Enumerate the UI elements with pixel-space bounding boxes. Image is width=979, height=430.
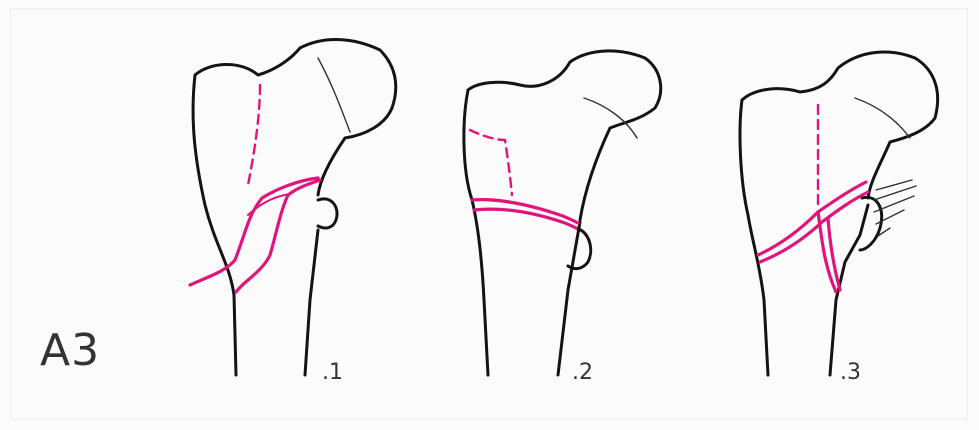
femoral-head-line-2 <box>584 98 637 138</box>
fracture-line-2b <box>474 209 576 228</box>
neck-fracture-dashed-1 <box>248 85 260 185</box>
neck-fracture-dashed-2 <box>470 130 512 195</box>
femur-outline-3 <box>740 52 938 375</box>
fracture-line-1a <box>190 178 318 285</box>
subtype-label-3: .3 <box>840 360 861 385</box>
femur-panel-2 <box>464 51 661 375</box>
group-label: A3 <box>40 325 100 376</box>
femur-panel-1 <box>190 40 396 375</box>
subtype-label-1: .1 <box>322 360 343 385</box>
femur-panel-3 <box>740 52 938 375</box>
femoral-head-line-1 <box>318 58 350 132</box>
femur-outline-1 <box>193 40 396 375</box>
fracture-line-3a <box>758 182 866 255</box>
femur-shaft-right-1 <box>305 230 318 375</box>
lesser-trochanter-1 <box>318 199 337 228</box>
femoral-head-line-3 <box>855 98 910 138</box>
femur-shaft-right-2 <box>558 222 580 375</box>
subtype-label-2: .2 <box>572 360 593 385</box>
